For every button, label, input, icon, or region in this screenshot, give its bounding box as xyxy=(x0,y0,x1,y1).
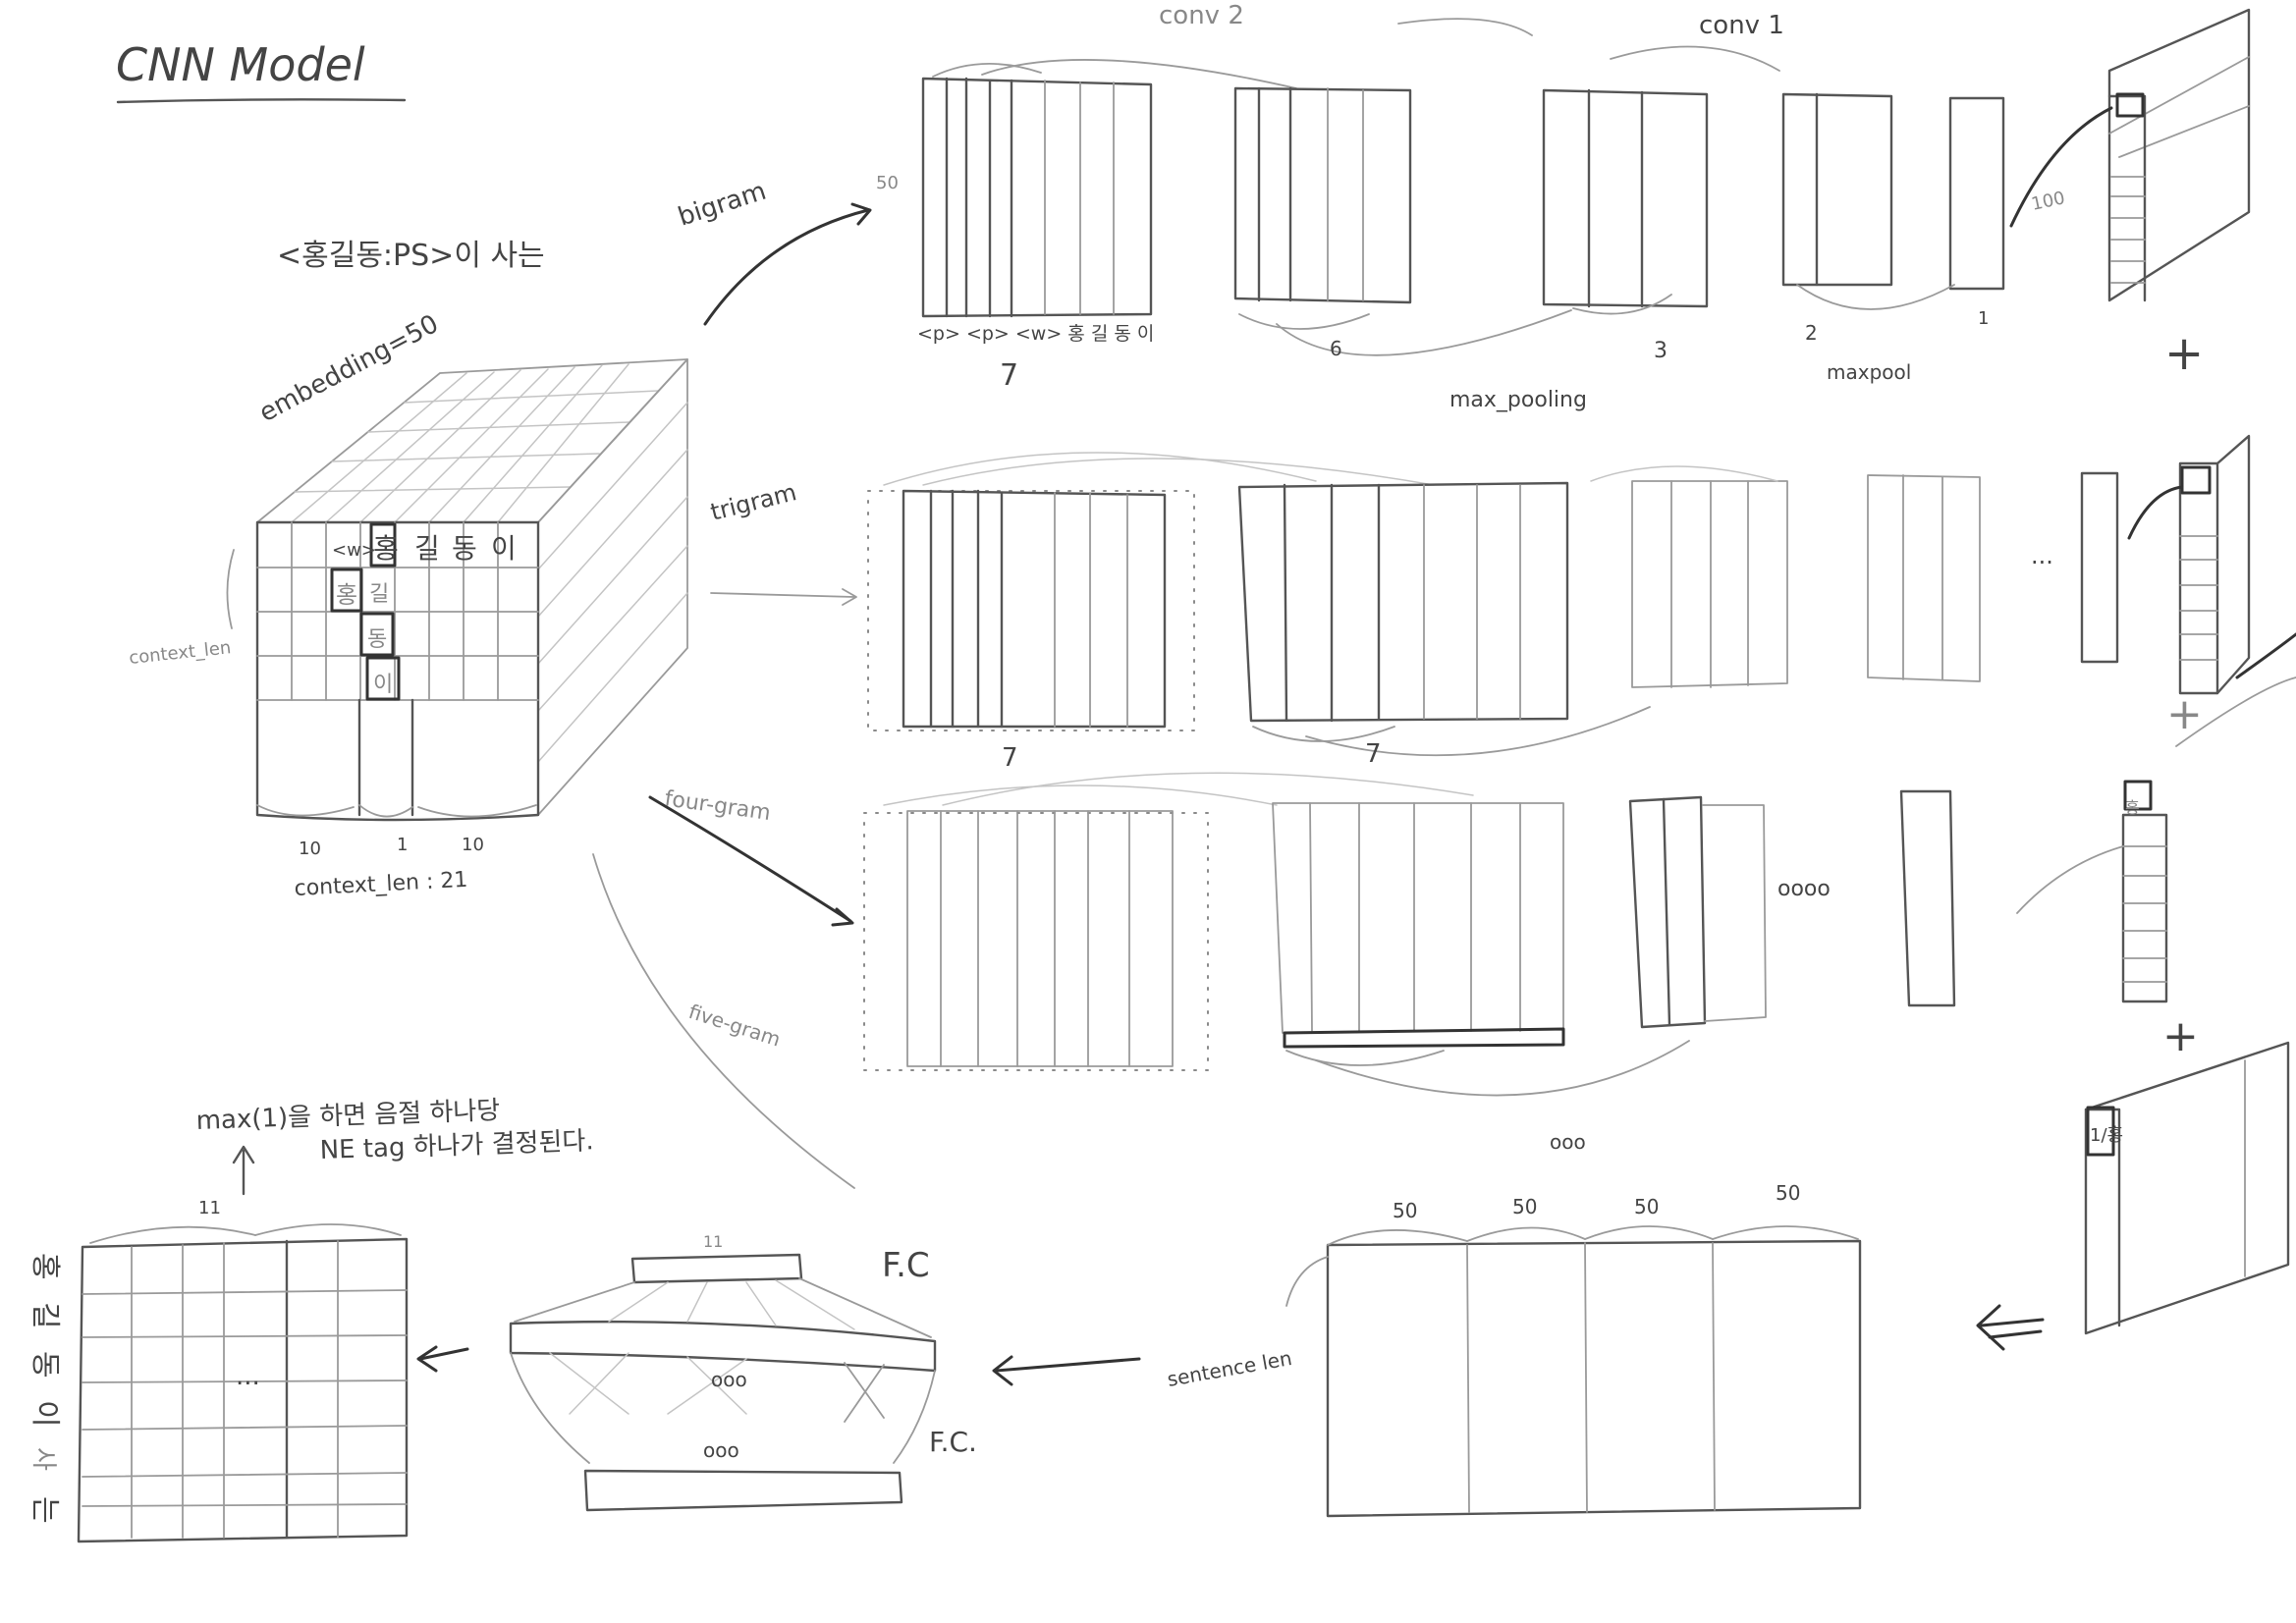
context-len-side-label: context_len xyxy=(128,637,232,669)
output-char-0: 홍 xyxy=(27,1253,62,1280)
fivegram-label: five-gram xyxy=(685,1000,783,1052)
input-token-2: 길 xyxy=(414,532,440,565)
context-count-left: 10 xyxy=(299,839,321,859)
input-token-3: 동 xyxy=(452,532,477,565)
embedding-label: embedding=50 xyxy=(254,309,443,428)
fourgram-label: four-gram xyxy=(663,786,772,826)
trigram-arrow xyxy=(711,593,854,597)
embedding-cube xyxy=(227,359,687,820)
output-char-4: 사 xyxy=(28,1447,58,1471)
concat-dim-2: 50 xyxy=(1634,1195,1659,1218)
output-dim-label: 11 xyxy=(198,1198,221,1218)
concat-to-fc-arrow xyxy=(996,1359,1139,1371)
fc-label-bottom: F.C. xyxy=(929,1426,977,1458)
maxpool-label: maxpool xyxy=(1827,360,1911,384)
fourgram-row xyxy=(864,677,2296,1096)
input-token-0: <w> xyxy=(332,540,376,561)
row1-size-3: 3 xyxy=(1654,339,1667,363)
concat-dots: ooo xyxy=(1550,1130,1586,1154)
concat-block xyxy=(1286,1226,1860,1516)
note-line-1: max(1)을 하면 음절 하나당 xyxy=(195,1096,500,1136)
context-total-label: context_len : 21 xyxy=(294,868,468,901)
page-title: CNN Model xyxy=(116,38,365,91)
concat-stack xyxy=(2086,1043,2288,1333)
sentence-label: <홍길동:PS>이 사는 xyxy=(277,239,545,273)
dim-50-label: 50 xyxy=(876,173,899,193)
input-token-4: 이 xyxy=(491,532,517,565)
fc-dim-label: 11 xyxy=(703,1232,723,1251)
side-char-3: 이 xyxy=(373,673,393,697)
trigram-label: trigram xyxy=(708,478,799,526)
conv1-label: conv 1 xyxy=(1699,11,1784,40)
output-char-3: 이 xyxy=(27,1400,62,1428)
row1-size-6: 6 xyxy=(1330,337,1342,360)
conv2-label: conv 2 xyxy=(1159,1,1244,30)
output-char-1: 길 xyxy=(27,1302,62,1329)
plus-3: + xyxy=(2162,1011,2199,1061)
row2-size-7b: 7 xyxy=(1365,739,1382,769)
row1-size-7: 7 xyxy=(1000,358,1018,393)
note-line-2: NE tag 하나가 결정된다. xyxy=(319,1126,594,1165)
concat-dim-3: 50 xyxy=(1776,1181,1800,1205)
bigram-label: bigram xyxy=(675,177,770,233)
side-char-0: 홍 xyxy=(336,581,357,609)
row1-tokens: <p> <p> <w> 홍 길 동 이 xyxy=(917,323,1154,345)
sentence-len-label: sentence len xyxy=(1166,1346,1294,1391)
fc-dots-bottom: ooo xyxy=(703,1438,739,1462)
row3-dots: oooo xyxy=(1777,877,1831,901)
fc-dots-top: ooo xyxy=(711,1368,747,1391)
input-token-1: 홍 xyxy=(373,532,399,565)
concat-dim-0: 50 xyxy=(1393,1199,1417,1222)
plus-1: + xyxy=(2164,326,2204,381)
note-arrow xyxy=(234,1147,253,1194)
mini-label: 홍 xyxy=(2125,798,2140,817)
fc-label-top: F.C xyxy=(882,1246,930,1285)
side-char-2: 동 xyxy=(367,627,387,652)
fraction-label: 1/홍 xyxy=(2090,1125,2123,1146)
output-dots: ... xyxy=(236,1362,260,1391)
context-count-mid: 1 xyxy=(397,835,408,855)
output-char-2: 동 xyxy=(27,1351,62,1379)
title-underline xyxy=(118,99,405,102)
dim-100-label: 100 xyxy=(2030,188,2067,215)
row1-size-1: 1 xyxy=(1978,308,1989,329)
context-count-right: 10 xyxy=(462,835,484,855)
side-char-1: 길 xyxy=(369,582,389,607)
row1-size-2: 2 xyxy=(1805,321,1818,345)
bigram-row xyxy=(923,10,2249,355)
concat-arrow xyxy=(1978,1306,2043,1349)
row2-size-7a: 7 xyxy=(1002,743,1018,773)
output-char-5: 는 xyxy=(27,1496,62,1524)
trigram-row xyxy=(868,436,2296,755)
max-pooling-label: max_pooling xyxy=(1449,388,1587,412)
row2-ellipsis: ... xyxy=(2031,542,2053,569)
concat-dim-1: 50 xyxy=(1512,1195,1537,1218)
bigram-arrow xyxy=(705,210,868,324)
